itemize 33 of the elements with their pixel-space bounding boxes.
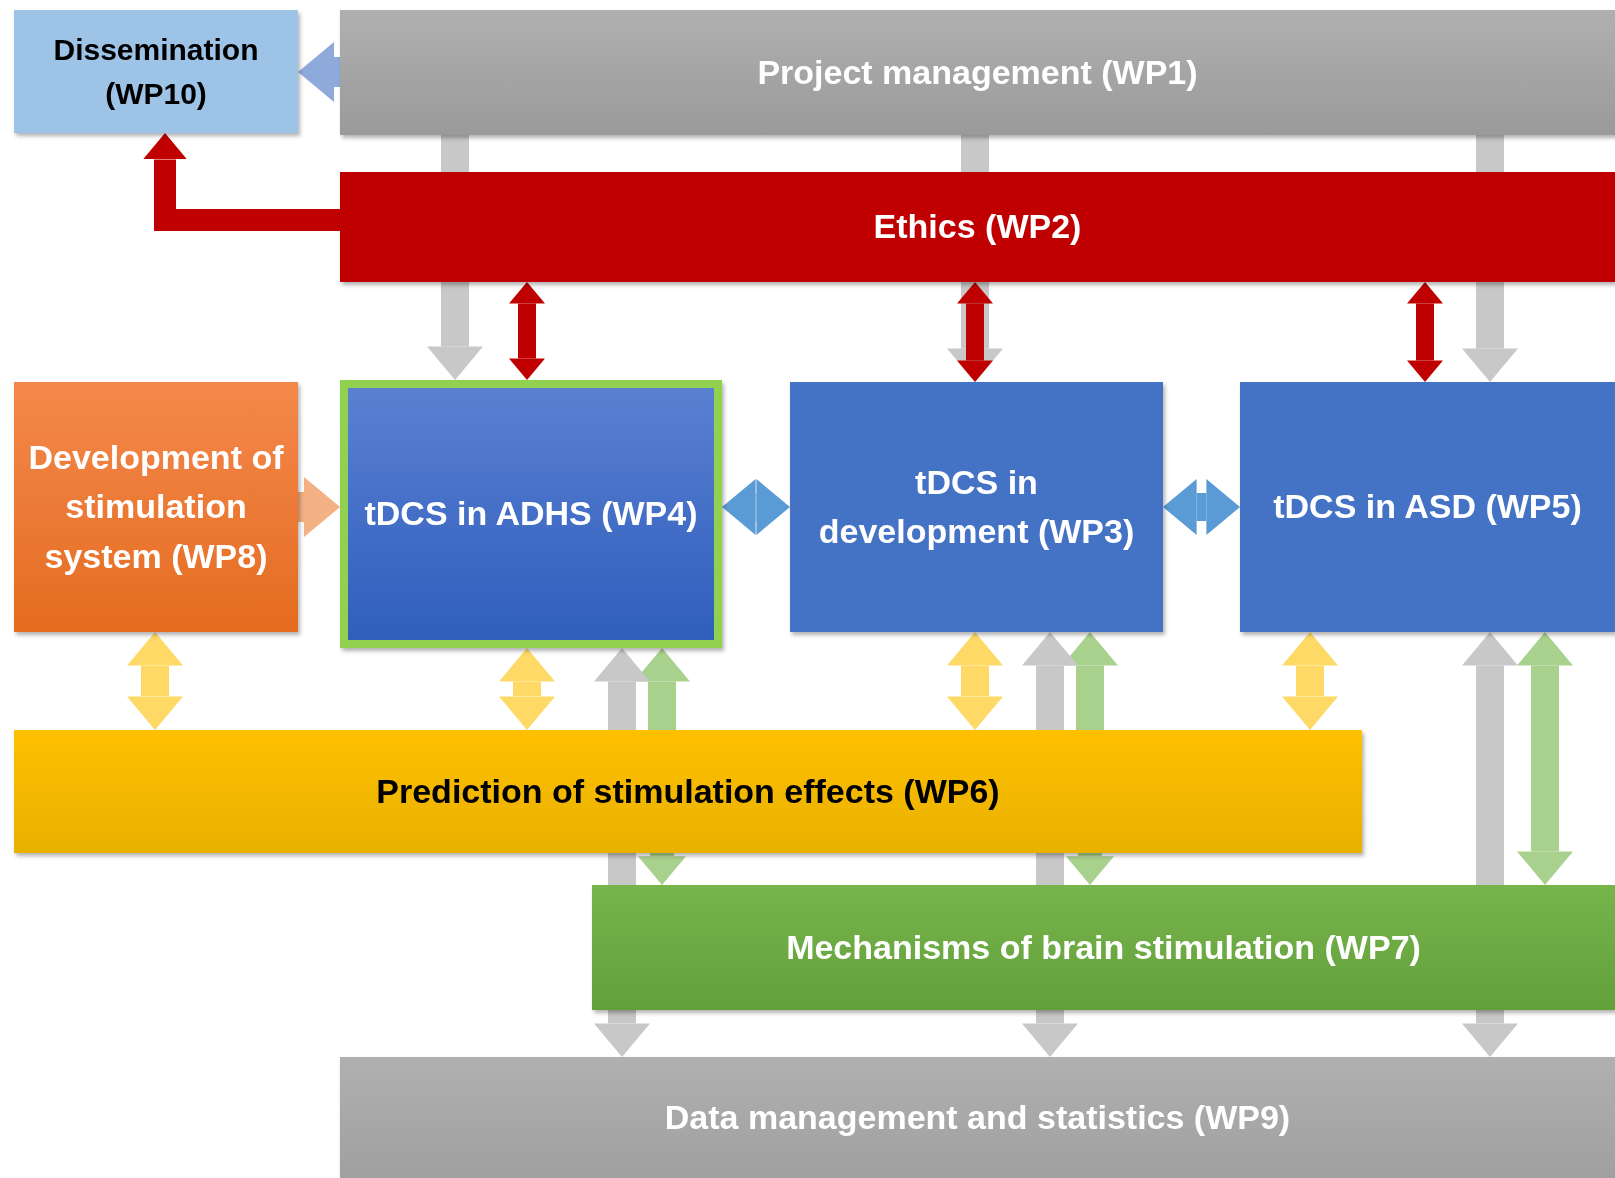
block-arrow <box>509 282 545 380</box>
block-arrow <box>594 1010 650 1057</box>
work-package-bar: Mechanisms of brain stimulation (WP7) <box>592 885 1615 1010</box>
block-arrow <box>1462 282 1518 382</box>
block-arrow <box>722 479 790 535</box>
block-arrow <box>594 648 650 730</box>
work-package-box: Development of stimulation system (WP8) <box>14 382 298 632</box>
work-package-bar: Ethics (WP2) <box>340 172 1615 282</box>
block-arrow <box>1462 1010 1518 1057</box>
block-arrow <box>1462 632 1518 885</box>
work-package-bar: Project management (WP1) <box>340 10 1615 135</box>
work-package-box: tDCS in development (WP3) <box>790 382 1163 632</box>
block-arrow <box>638 853 686 885</box>
block-arrow <box>499 648 555 730</box>
block-arrow <box>127 632 183 730</box>
block-arrow <box>427 282 483 380</box>
block-arrow <box>298 42 340 102</box>
block-arrow <box>1022 1010 1078 1057</box>
block-arrow <box>1163 479 1240 535</box>
work-package-box: Dissemination (WP10) <box>14 10 298 133</box>
work-package-box: tDCS in ASD (WP5) <box>1240 382 1615 632</box>
block-arrow <box>947 632 1003 730</box>
work-package-box: tDCS in ADHS (WP4) <box>340 380 722 648</box>
block-arrow <box>1066 853 1114 885</box>
work-package-bar: Data management and statistics (WP9) <box>340 1057 1615 1178</box>
block-arrow <box>143 133 340 231</box>
block-arrow <box>1407 282 1443 382</box>
block-arrow <box>1282 632 1338 730</box>
work-package-bar: Prediction of stimulation effects (WP6) <box>14 730 1362 853</box>
block-arrow <box>1517 632 1573 885</box>
block-arrow <box>957 282 993 382</box>
block-arrow <box>1022 632 1078 730</box>
block-arrow <box>298 477 340 537</box>
